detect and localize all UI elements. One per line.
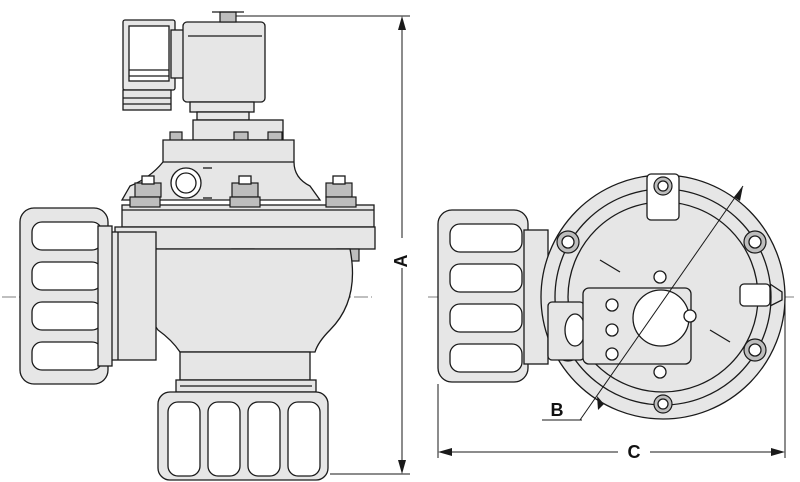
dimension-a-label: A <box>391 255 411 268</box>
left-inlet-connector <box>19 207 113 385</box>
dimension-c-label: C <box>628 442 641 462</box>
dimension-a: A <box>236 15 411 475</box>
valve-main-body <box>107 231 354 393</box>
pilot-housing <box>120 119 353 201</box>
dimension-b-label: B <box>551 400 564 420</box>
dimension-c: C <box>437 300 786 462</box>
pilot-top-view <box>547 259 731 379</box>
solenoid-connector <box>122 19 186 111</box>
dimension-b: B <box>542 185 744 421</box>
side-view: A <box>2 11 411 481</box>
solenoid-coil <box>182 11 266 121</box>
bottom-outlet-connector <box>157 391 329 481</box>
top-view-connector <box>437 209 549 383</box>
top-view: B C <box>428 173 796 462</box>
